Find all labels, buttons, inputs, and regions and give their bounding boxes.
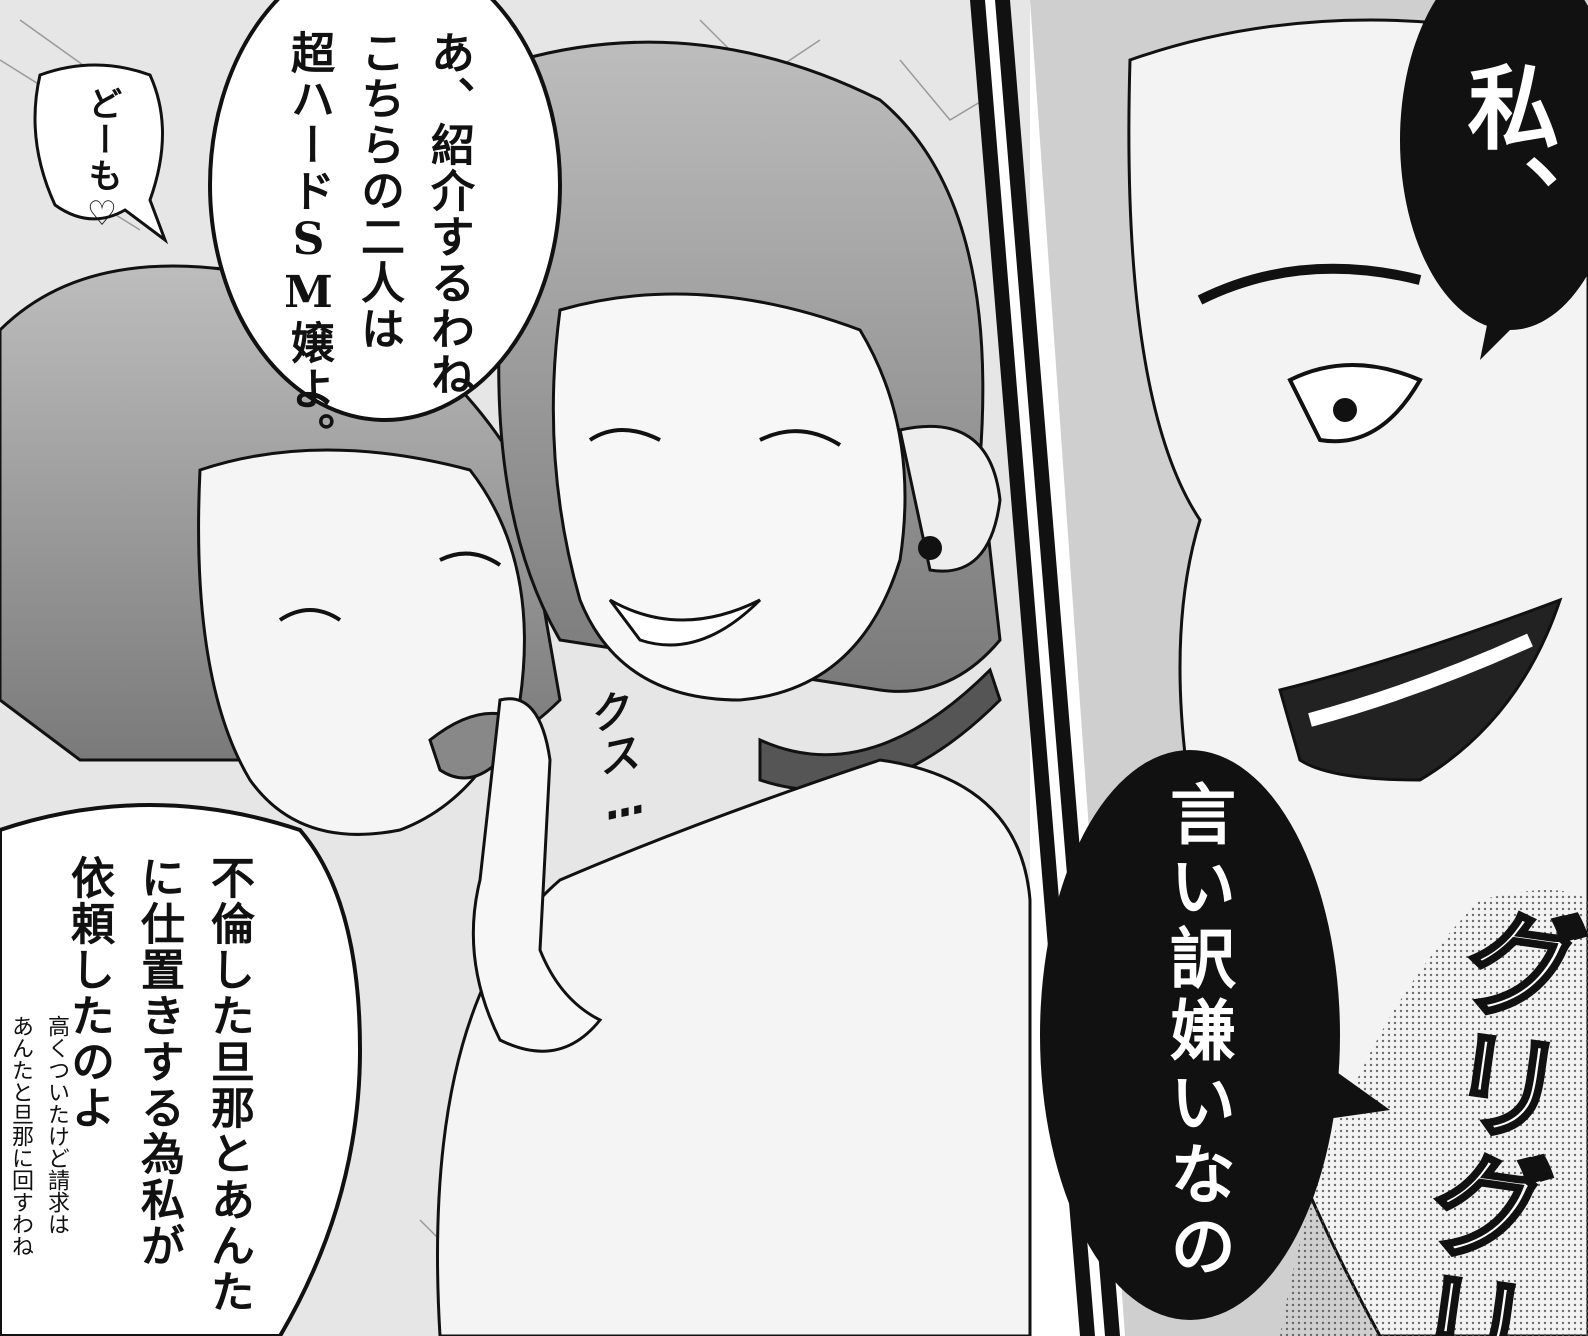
- side-note-line-2: あんたと旦那に回すわね: [8, 1015, 33, 1257]
- woman-pupil: [1333, 398, 1357, 422]
- right-girl-ear: [898, 424, 1002, 573]
- greeting-text: どーも♡: [82, 86, 122, 236]
- dark-bubble-top-text: 私、: [1452, 60, 1560, 248]
- request-line-3: 依頼したのよ: [63, 855, 114, 1131]
- right-girl-mouth: [608, 598, 762, 647]
- intro-line-1: あ、紹介するわね: [423, 30, 474, 398]
- side-note: 高くついたけど請求は あんたと旦那に回すわね: [8, 1015, 72, 1325]
- right-girl-eyes: [588, 428, 842, 447]
- woman-teeth: [1308, 633, 1533, 727]
- request-text: 不倫した旦那とあんた に仕置きする為私が 依頼したのよ: [63, 855, 260, 1325]
- request-line-2: に仕置きする為私が: [133, 855, 184, 1269]
- left-girl-eyes: [278, 551, 502, 622]
- screen-tone: [1280, 890, 1588, 1336]
- right-girl-face: [551, 292, 907, 702]
- earring: [918, 536, 942, 560]
- request-bubble: [0, 803, 363, 1336]
- intro-text: あ、紹介するわね こちらの二人は 超ハードSM嬢よ。: [283, 30, 480, 458]
- request-line-1: 不倫した旦那とあんた: [203, 855, 254, 1315]
- intro-line-3: 超ハードSM嬢よ。: [283, 30, 334, 458]
- left-girl-hand: [471, 697, 603, 1053]
- intro-bubble: [208, 0, 562, 422]
- side-note-line-1: 高くついたけど請求は: [44, 1015, 69, 1235]
- right-girl-body: [436, 758, 1032, 1336]
- dark-bubble-bottom: [1040, 750, 1340, 1320]
- dark-bubble-top: [1400, 0, 1588, 330]
- woman-eyebrow: [1197, 263, 1422, 305]
- intro-line-2: こちらの二人は: [353, 30, 404, 352]
- dark-bubble-bottom-text: 言い訳嫌いなの: [1159, 780, 1237, 1284]
- woman-eye: [1287, 363, 1423, 444]
- greeting-bubble: [33, 63, 169, 245]
